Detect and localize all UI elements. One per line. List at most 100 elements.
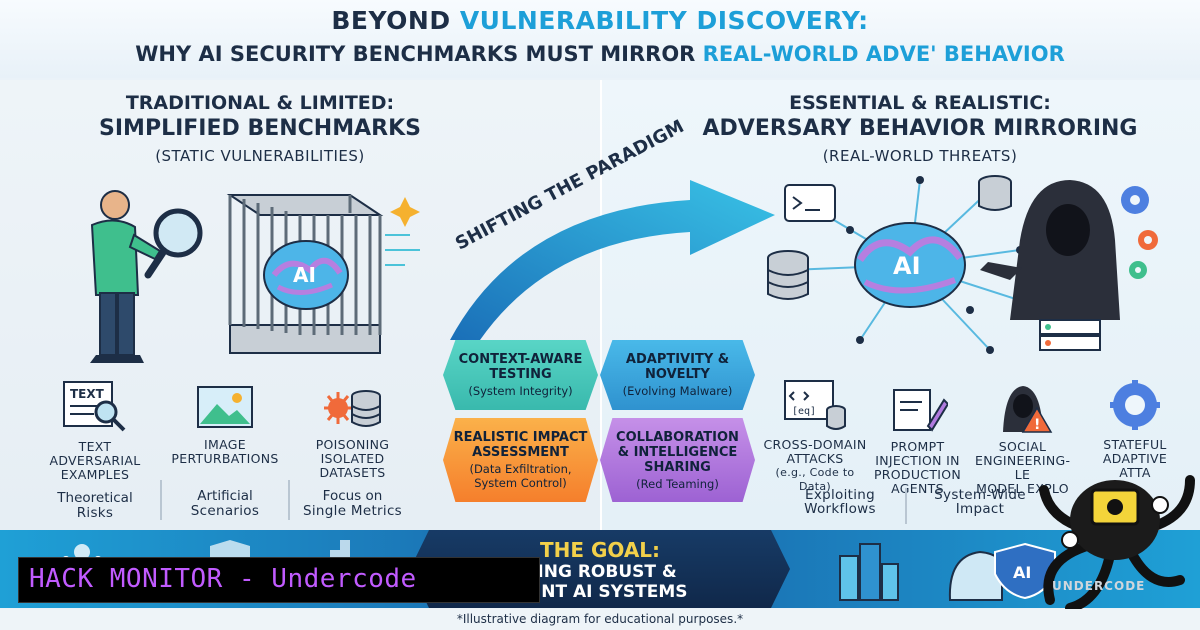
feature-label-line3: EXAMPLES [60,467,130,482]
feature-stateful-adaptive: STATEFUL ADAPTIVE ATTA [1080,378,1190,480]
goal-line1: DING ROBUST & [523,562,677,582]
feature-poisoning-datasets: POISONING ISOLATED DATASETS Focus on Sin… [290,384,415,518]
main-title-accent: VULNERABILITY DISCOVERY: [459,6,869,35]
right-footer-exploiting: Exploiting Workflows [775,488,905,516]
goal-right-icons: AI [839,542,1056,601]
feature-label-line1: POISONING [315,437,390,452]
card-collaboration: COLLABORATION & INTELLIGENCE SHARING (Re… [600,418,755,502]
main-title-part1: BEYOND [331,6,460,35]
main-title: BEYOND VULNERABILITY DISCOVERY: [0,6,1200,35]
feature-label-line2: ENGINEERING-LE [975,453,1071,482]
feature-label-line2: ATTACKS [786,451,844,466]
circuit-lines-icon [385,234,420,266]
right-panel-title: ESSENTIAL & REALISTIC: ADVERSARY BEHAVIO… [680,92,1160,165]
card-title: REALISTIC IMPACT ASSESSMENT [453,430,588,460]
city-skyline-icon [839,543,899,601]
right-ai-label: AI [893,252,921,280]
feature-label-line3: ATTA [1119,465,1151,480]
gear-cycle-icon [1110,380,1160,430]
footer-line1: System-Wide [934,487,1026,503]
subtitle-part1: WHY AI SECURITY BENCHMARKS MUST MIRROR [135,42,703,66]
database-icon [978,175,1012,211]
code-window-icon: [eq] [784,380,846,430]
hack-monitor-watermark: HACK MONITOR - Undercode [18,557,540,603]
feature-footer-line2: Risks [76,505,114,521]
hooded-hacker-icon [980,180,1120,320]
cage-icon [226,194,384,354]
left-title-line3: (STATIC VULNERABILITIES) [155,147,365,165]
server-stack-icon [767,250,809,300]
card-title: ADAPTIVITY & NOVELTY [625,352,730,382]
footer-line2: Workflows [804,501,876,517]
right-title-line3: (REAL-WORLD THREATS) [822,147,1018,165]
card-subtitle: (Data Exfiltration, System Control) [469,462,572,490]
card-context-aware: CONTEXT-AWARE TESTING (System Integrity) [443,340,598,410]
undercode-octopus-logo-icon: UNDERCODE [1039,475,1195,613]
watermark-text: HACK MONITOR - Undercode [29,564,417,594]
image-icon [197,386,253,428]
text-magnifier-icon: TEXT [63,381,126,432]
adversary-network-illustration: AI [767,175,1158,354]
svg-text:[eq]: [eq] [792,406,816,417]
feature-cross-domain: [eq] CROSS-DOMAIN ATTACKS (e.g., Code to… [760,378,870,494]
feature-label-line1: IMAGE [204,437,246,452]
right-footer-system-wide: System-Wide Impact [915,488,1045,516]
svg-text:TEXT: TEXT [70,387,105,401]
feature-label-line2: INJECTION IN [875,453,960,468]
magnifier-icon [144,208,203,279]
feature-label-line4: AGENTS [891,481,944,496]
feature-label-line1: PROMPT [890,439,945,454]
feature-label-line2: PERTURBATIONS [171,451,279,466]
divider [288,480,290,520]
feature-text-adversarial: TEXT TEXT ADVERSARIAL EXAMPLES Theoretic… [40,378,150,520]
gear-icon [1121,186,1158,279]
card-subtitle: (Red Teaming) [636,476,719,491]
divider [160,480,162,520]
svg-text:!: ! [1034,417,1040,433]
card-title: CONTEXT-AWARE TESTING [458,352,583,382]
feature-label-line3: (e.g., Code to Data) [775,466,855,493]
feature-label-line3: PRODUCTION [873,467,962,482]
sparkle-icon [390,197,420,227]
feature-footer-line2: Single Metrics [303,503,402,519]
feature-label-line3: DATASETS [319,465,386,480]
left-title-line2: SIMPLIFIED BENCHMARKS [99,116,421,141]
feature-footer-line2: Scenarios [190,503,260,519]
footer-line1: Exploiting [804,487,876,503]
card-title: COLLABORATION & INTELLIGENCE SHARING [616,429,739,475]
left-title-line1: TRADITIONAL & LIMITED: [125,92,395,114]
divider [905,488,907,524]
header: BEYOND VULNERABILITY DISCOVERY: WHY AI S… [0,0,1200,78]
feature-footer-line1: Artificial [197,488,253,504]
feature-prompt-injection: PROMPT INJECTION IN PRODUCTION AGENTS [870,386,965,496]
card-subtitle: (System Integrity) [468,384,573,398]
subtitle-accent: REAL-WORLD ADVE' BEHAVIOR [702,42,1065,66]
footnote: *Illustrative diagram for educational pu… [0,609,1200,630]
ai-brain-icon [854,222,966,308]
card-realistic-impact: REALISTIC IMPACT ASSESSMENT (Data Exfilt… [443,418,598,502]
server-rack-icon [1039,319,1101,351]
card-subtitle: (Evolving Malware) [622,384,733,398]
hacker-warning-icon: ! [1002,386,1052,433]
svg-text:AI: AI [1013,563,1031,582]
feature-label-line1: CROSS-DOMAIN [763,437,867,452]
feature-label-line1: TEXT [78,439,112,454]
right-title-line1: ESSENTIAL & REALISTIC: [789,92,1051,114]
subtitle: WHY AI SECURITY BENCHMARKS MUST MIRROR R… [0,42,1200,66]
goal-title: THE GOAL: [539,538,661,562]
feature-label-line1: STATEFUL [1103,437,1167,452]
document-pencil-icon [892,389,948,432]
feature-label-line2: ADAPTIVE [1102,451,1168,466]
virus-database-icon [323,390,381,427]
svg-text:UNDERCODE: UNDERCODE [1052,579,1145,593]
feature-label-line2: ADVERSARIAL [49,453,141,468]
caged-ai-illustration: AI [90,190,420,363]
left-panel-title: TRADITIONAL & LIMITED: SIMPLIFIED BENCHM… [60,92,460,165]
left-ai-label: AI [293,263,316,287]
feature-footer-line1: Focus on [322,488,383,504]
goal-line2: LIENT AI SYSTEMS [512,582,688,602]
feature-footer-line1: Theoretical [57,490,133,506]
analyst-figure-icon [90,190,162,363]
feature-image-perturbations: IMAGE PERTURBATIONS Artificial Scenarios [165,384,285,518]
feature-label-line2: ISOLATED [320,451,385,466]
